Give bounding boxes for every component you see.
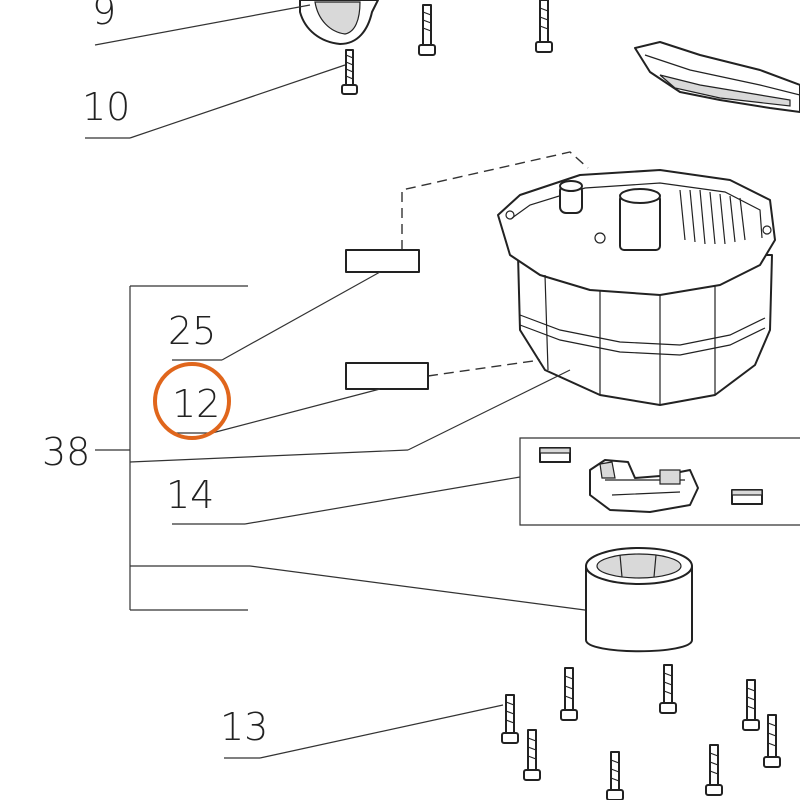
part-13-screws [501,664,781,800]
highlight-circle [153,362,231,440]
cooling-fins [679,189,746,245]
screw-13b [560,667,578,721]
screw-13g [705,744,723,796]
screw-13h [763,714,781,768]
part-14-brush-box [519,437,800,526]
top-right-rail [634,41,800,113]
screw-13e [523,729,541,781]
part-9-handle [299,0,379,45]
top-screw-right [535,0,553,53]
cylinder-sleeve [585,547,693,653]
part-label-12: 12 [172,382,220,426]
top-screw-left [418,4,436,56]
part-label-14: 14 [166,473,214,517]
screw-13c [659,664,677,714]
part-label-25: 25 [168,309,216,353]
brush-left [539,447,571,463]
brush-holder [589,459,699,513]
part-10-screw [341,49,358,95]
motor-housing [497,169,776,406]
dashed-leader-25 [401,151,589,250]
screw-13d [742,679,760,731]
screw-13a [501,694,519,744]
part-label-38: 38 [42,430,90,474]
screw-13f [606,751,624,800]
part-12-magnet [345,362,429,390]
part-25-magnet [345,249,420,273]
brush-right [731,489,763,505]
part-label-9: 9 [92,0,116,33]
part-label-10: 10 [82,85,130,129]
dashed-leader-12 [427,359,541,377]
bracket-38 [95,285,601,613]
part-label-13: 13 [220,705,268,749]
